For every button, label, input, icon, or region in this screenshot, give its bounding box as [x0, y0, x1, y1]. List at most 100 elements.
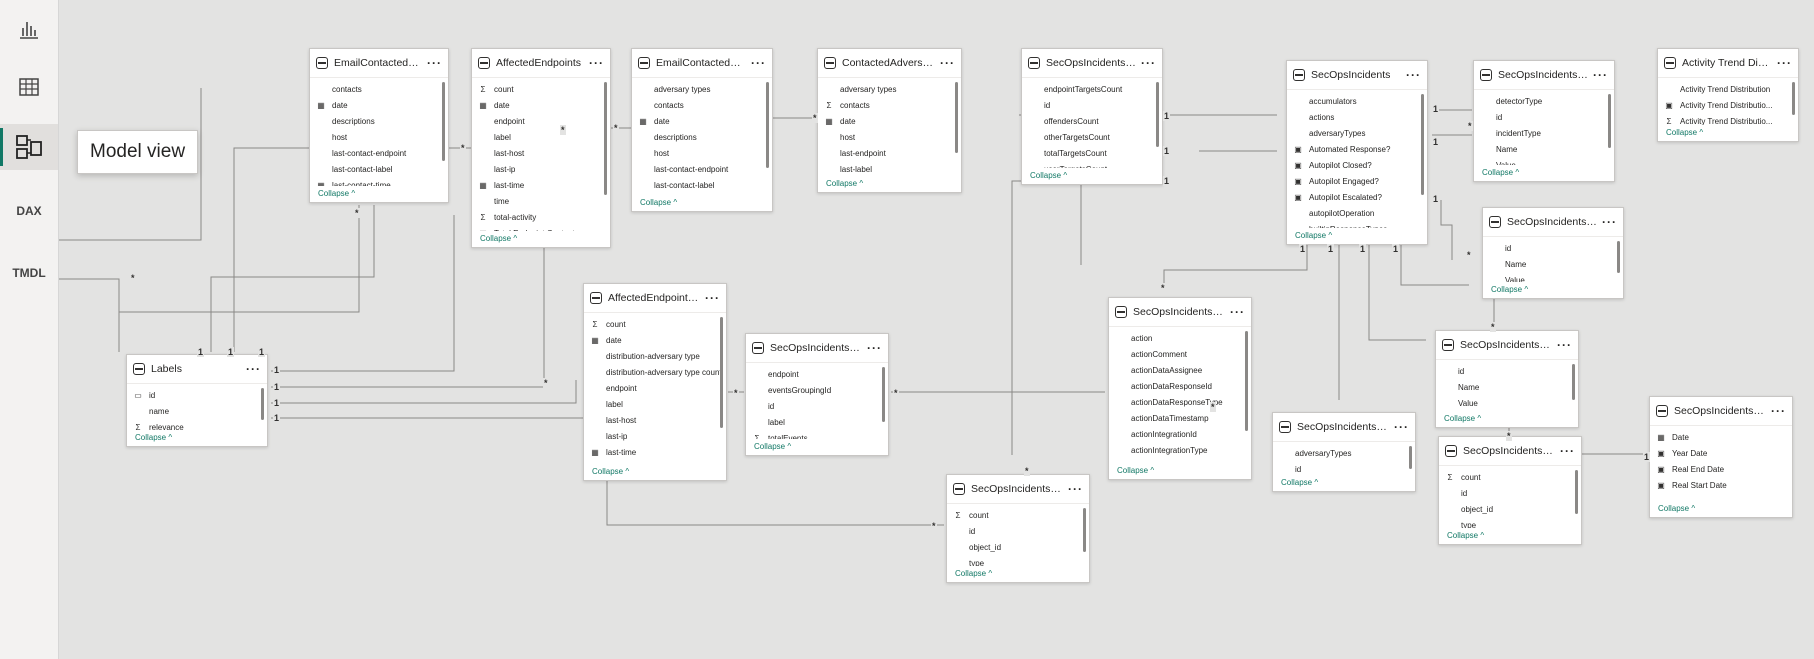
table-card-header[interactable]: SecOpsIncidentsAdvers...··· [1273, 413, 1415, 442]
scrollbar[interactable] [1572, 364, 1575, 400]
table-card-environ1[interactable]: SecOpsIncidentsEnviron...···Σcountidobje… [946, 474, 1090, 583]
scrollbar[interactable] [766, 82, 769, 168]
table-card-header[interactable]: SecOpsIncidentsActions··· [1109, 298, 1251, 327]
scrollbar[interactable] [442, 82, 445, 161]
scrollbar[interactable] [1608, 94, 1611, 148]
table-card-header[interactable]: AffectedEndpointConta...··· [584, 284, 726, 313]
field-row[interactable]: id [746, 398, 888, 414]
field-row[interactable]: ▣Automated Response? [1287, 141, 1427, 157]
table-card-header[interactable]: ContactedAdversariesA...··· [818, 49, 961, 78]
table-card-targets[interactable]: SecOpsIncidentsTargets...···idNameValueC… [1482, 207, 1624, 299]
more-options-icon[interactable]: ··· [1771, 404, 1786, 418]
scrollbar[interactable] [604, 82, 607, 195]
collapse-link[interactable]: Collapse ^ [1447, 531, 1485, 540]
field-row[interactable]: builtinResponseTypes [1287, 221, 1427, 229]
more-options-icon[interactable]: ··· [940, 56, 955, 70]
table-card-header[interactable]: SecOpsIncidentsEnviron...··· [947, 475, 1089, 504]
more-options-icon[interactable]: ··· [705, 291, 720, 305]
field-row[interactable]: host [818, 129, 961, 145]
collapse-link[interactable]: Collapse ^ [318, 189, 356, 198]
more-options-icon[interactable]: ··· [867, 341, 882, 355]
table-card-header[interactable]: SecOpsIncidentsTargets...··· [1483, 208, 1623, 237]
collapse-link[interactable]: Collapse ^ [955, 569, 993, 578]
collapse-link[interactable]: Collapse ^ [135, 433, 173, 442]
scrollbar[interactable] [1792, 82, 1795, 115]
field-row[interactable]: id [1439, 485, 1581, 501]
table-card-dates[interactable]: SecOpsIncidentsDates···▦Date▣Year Date▣R… [1649, 396, 1793, 518]
field-row[interactable]: Value [1483, 272, 1623, 283]
field-row[interactable]: actionDataAssignee [1109, 362, 1251, 378]
field-row[interactable]: last-host [472, 145, 610, 161]
collapse-link[interactable]: Collapse ^ [1295, 231, 1333, 240]
table-card-header[interactable]: SecOpsIncidentsOffend...··· [1436, 331, 1578, 360]
field-row[interactable]: userTargetsCount [1022, 161, 1162, 169]
table-card-environ2[interactable]: SecOpsIncidentsEnviron...···Σcountidobje… [1438, 436, 1582, 545]
more-options-icon[interactable]: ··· [1141, 56, 1156, 70]
table-card-header[interactable]: SecOpsIncidentsEvents...··· [746, 334, 888, 363]
field-row[interactable]: ▦date [818, 113, 961, 129]
field-row[interactable]: name [127, 403, 267, 419]
field-row[interactable]: last-contact-endpoint [632, 161, 772, 177]
table-card-actions[interactable]: SecOpsIncidentsActions···actionactionCom… [1108, 297, 1252, 480]
collapse-link[interactable]: Collapse ^ [1491, 285, 1529, 294]
collapse-link[interactable]: Collapse ^ [592, 467, 630, 476]
model-canvas[interactable]: EmailContactedAdversa...···contacts▦date… [59, 0, 1814, 659]
field-row[interactable]: Value [1474, 157, 1614, 166]
field-row[interactable]: last-ip [584, 428, 726, 444]
field-row[interactable]: offendersCount [1022, 113, 1162, 129]
more-options-icon[interactable]: ··· [1602, 215, 1617, 229]
field-row[interactable]: last-contact-label [632, 177, 772, 193]
table-card-header[interactable]: SecOpsIncidentsEnviron...··· [1439, 437, 1581, 466]
field-row[interactable]: last-contact-label [310, 161, 448, 177]
field-row[interactable]: last-contact-endpoint [310, 145, 448, 161]
table-card-header[interactable]: Labels··· [127, 355, 267, 384]
collapse-link[interactable]: Collapse ^ [1666, 128, 1704, 137]
more-options-icon[interactable]: ··· [1230, 305, 1245, 319]
field-row[interactable]: eventsGroupingId [746, 382, 888, 398]
more-options-icon[interactable]: ··· [427, 56, 442, 70]
scrollbar[interactable] [1617, 241, 1620, 273]
field-row[interactable]: host [632, 145, 772, 161]
table-card-trend[interactable]: Activity Trend Distributi...···Activity … [1657, 48, 1799, 142]
field-row[interactable]: contacts [310, 81, 448, 97]
scrollbar[interactable] [955, 82, 958, 154]
field-row[interactable]: ▣Autopilot Engaged? [1287, 173, 1427, 189]
field-row[interactable]: id [1022, 97, 1162, 113]
field-row[interactable]: detectorType [1474, 93, 1614, 109]
field-row[interactable]: ▦date [584, 332, 726, 348]
field-row[interactable]: type [947, 555, 1089, 567]
field-row[interactable]: id [1474, 109, 1614, 125]
field-row[interactable]: Activity Trend Distribution [1658, 81, 1798, 97]
table-card-header[interactable]: AffectedEndpoints··· [472, 49, 610, 78]
field-row[interactable]: Value [1436, 395, 1578, 411]
field-row[interactable]: ▣Autopilot Escalated? [1287, 189, 1427, 205]
collapse-link[interactable]: Collapse ^ [826, 179, 864, 188]
field-row[interactable]: time [584, 460, 726, 465]
scrollbar[interactable] [261, 388, 264, 421]
field-row[interactable]: endpoint [472, 113, 610, 129]
field-row[interactable]: adversaryTypes [1287, 125, 1427, 141]
more-options-icon[interactable]: ··· [1777, 56, 1792, 70]
collapse-link[interactable]: Collapse ^ [480, 234, 518, 243]
more-options-icon[interactable]: ··· [1068, 482, 1083, 496]
field-row[interactable]: last-endpoint [818, 145, 961, 161]
field-row[interactable]: actionIntegrationId [1109, 426, 1251, 442]
table-card-events[interactable]: SecOpsIncidentsEvents...···endpointevent… [745, 333, 889, 456]
table-card-grouping[interactable]: SecOpsIncidentsGroupi...···detectorTypei… [1473, 60, 1615, 182]
tmdl-view-icon[interactable]: TMDL [0, 250, 58, 296]
field-row[interactable]: contacts [632, 97, 772, 113]
field-row[interactable]: descriptions [310, 113, 448, 129]
